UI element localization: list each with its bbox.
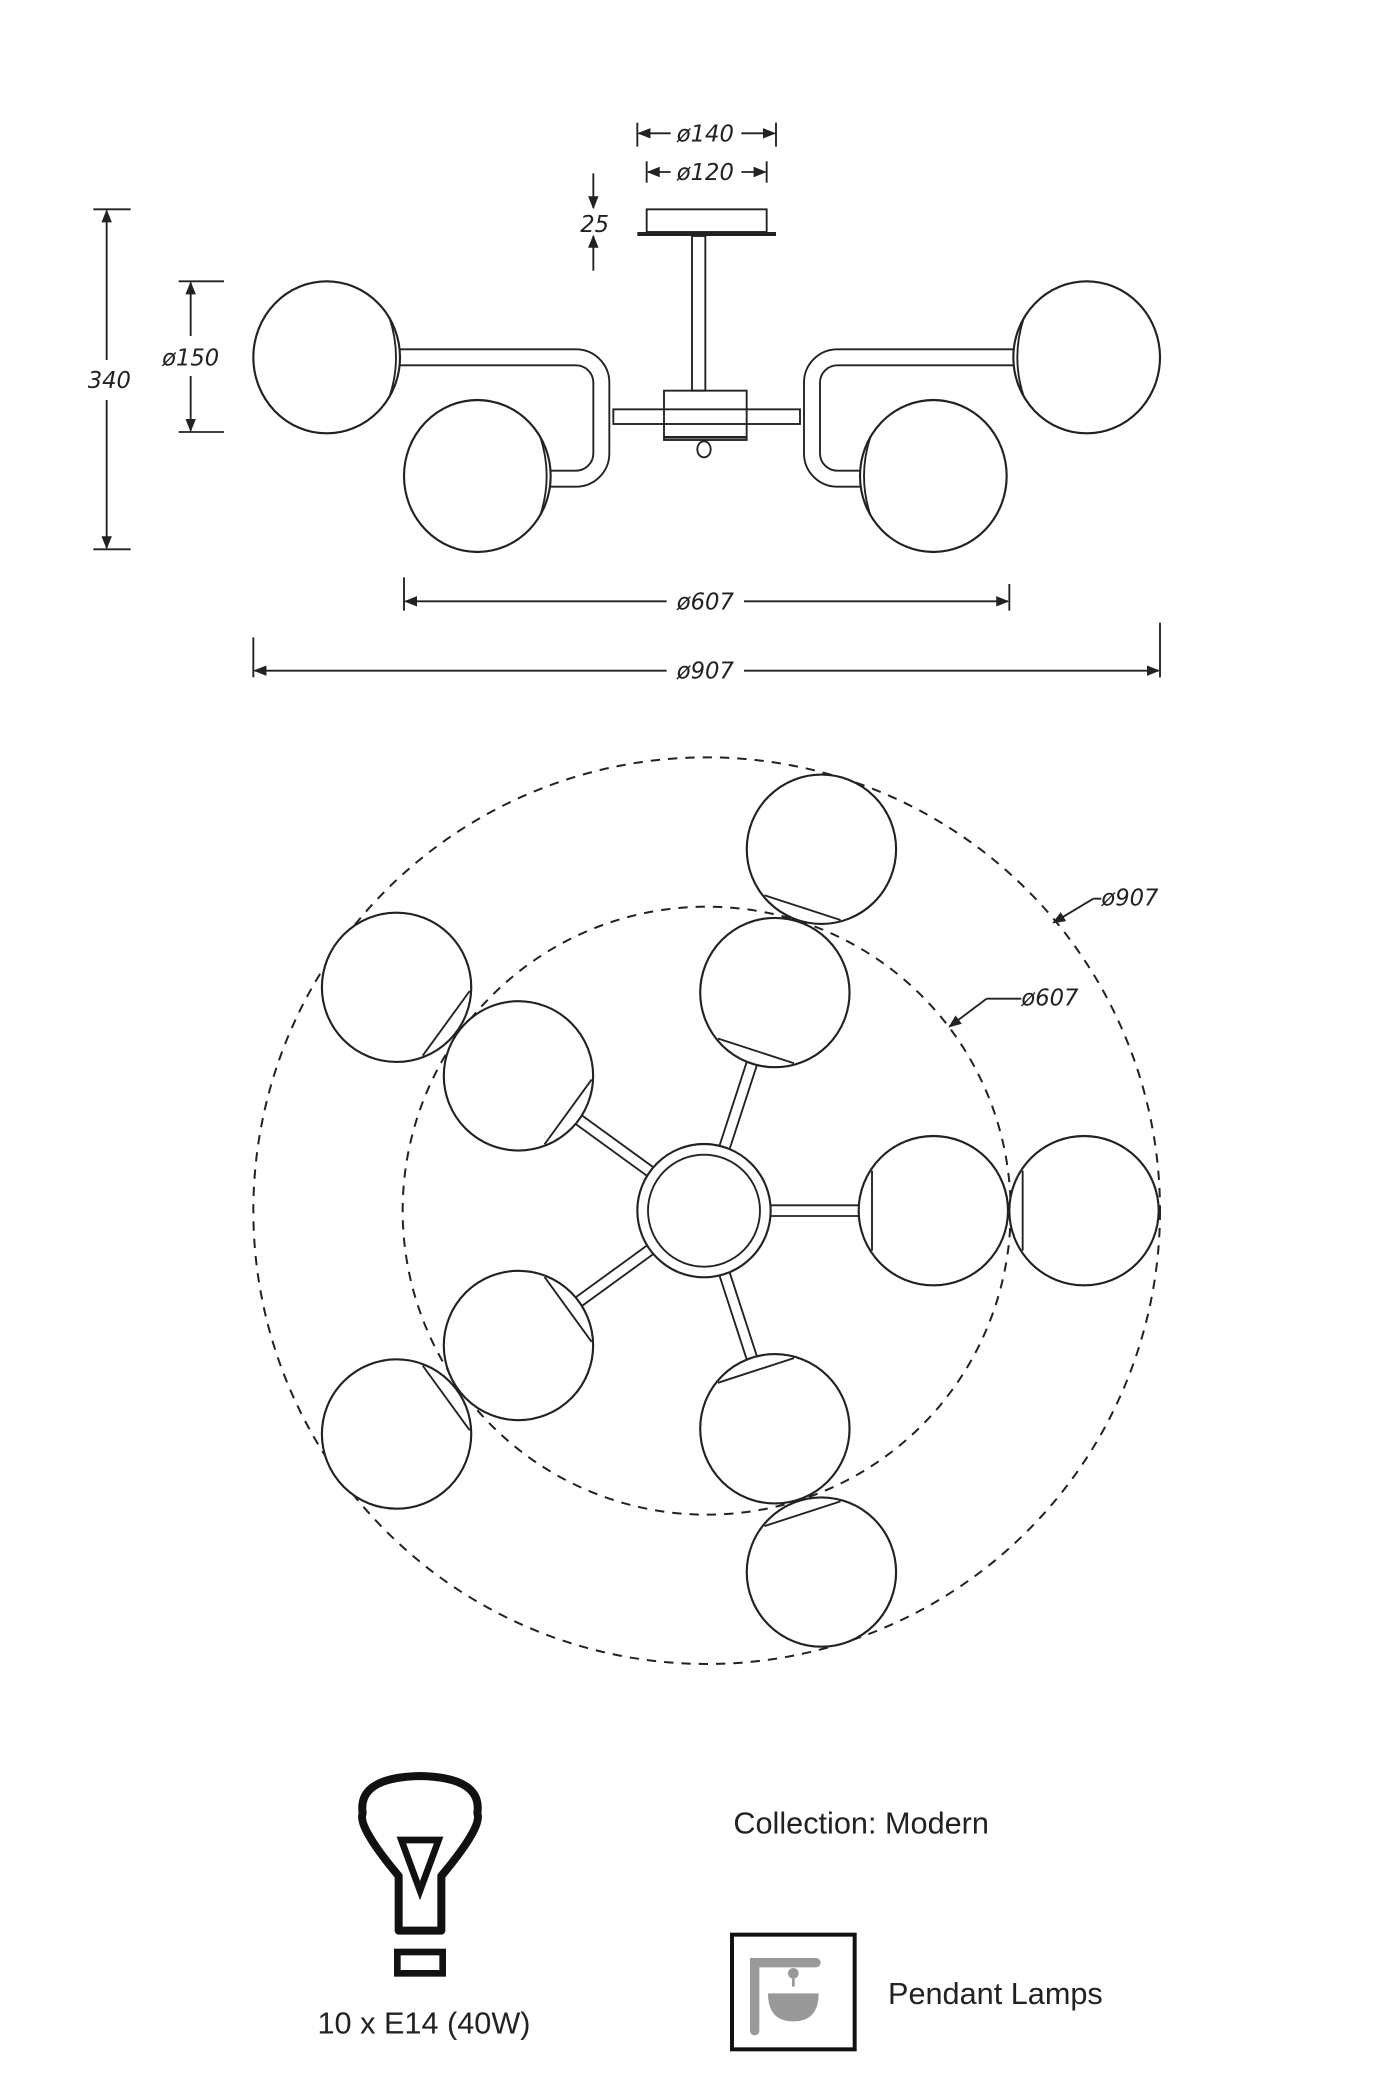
side-view: ø140 ø120 25 — [88, 121, 1162, 685]
dimension-label: 340 — [88, 368, 131, 394]
plan-view: ø907 ø607 — [252, 756, 1161, 1665]
dimension-label: ø140 — [676, 121, 734, 147]
finial — [696, 440, 712, 459]
dimension-label: ø607 — [676, 589, 735, 615]
globe — [1008, 1134, 1160, 1287]
outer-circle-callout: ø907 — [1052, 885, 1159, 924]
dimension-canopy-height: 25 — [580, 173, 609, 271]
globe-holder — [543, 1079, 593, 1145]
globe-holder — [543, 1276, 593, 1343]
dimension-label: 25 — [580, 212, 609, 238]
globe-holder — [717, 1037, 795, 1065]
globe — [252, 280, 402, 435]
globe-holder — [764, 894, 841, 921]
globe — [1012, 280, 1162, 435]
outer-span-circle — [252, 756, 1161, 1665]
dimension-total-height: 340 — [88, 208, 131, 551]
dimension-label: ø907 — [1100, 885, 1159, 911]
globe-holder — [717, 1357, 795, 1384]
stem — [691, 235, 707, 392]
dimension-label: ø120 — [676, 160, 734, 186]
dimension-label: ø607 — [1020, 985, 1079, 1011]
globe — [745, 773, 898, 925]
dimension-globe-diameter: ø150 — [161, 280, 224, 433]
globe-holder — [764, 1500, 841, 1527]
category-label: Pendant Lamps — [888, 1977, 1103, 2011]
globe — [699, 916, 851, 1069]
dimension-label: ø150 — [161, 345, 219, 371]
collection-label: Collection: Modern — [733, 1806, 989, 1840]
globe-holder — [421, 1365, 471, 1431]
specs: 10 x E14 (40W) Collection: Modern Pendan… — [318, 1772, 1103, 2052]
arm-left — [400, 348, 611, 488]
canopy — [645, 208, 768, 233]
dimension-label: ø907 — [676, 659, 735, 685]
light-bulb-icon — [358, 1772, 482, 1977]
dimension-canopy-inner: ø120 — [645, 160, 768, 186]
dimension-inner-span: ø607 — [403, 577, 1011, 615]
globe — [320, 911, 473, 1064]
arm-right — [803, 348, 1014, 488]
globe — [699, 1353, 851, 1505]
center-canopy — [636, 1142, 772, 1279]
globe — [442, 1000, 595, 1152]
globe — [858, 398, 1008, 554]
globe — [320, 1358, 473, 1510]
globe — [442, 1269, 595, 1422]
bulb-spec: 10 x E14 (40W) — [318, 2006, 531, 2040]
dimension-canopy-outer: ø140 — [636, 121, 777, 147]
inner-circle-callout: ø607 — [948, 985, 1079, 1028]
pendant-lamp-icon — [729, 1932, 857, 2052]
globe — [745, 1496, 898, 1648]
globe — [402, 398, 552, 554]
center-body — [663, 389, 748, 441]
globe — [857, 1134, 1010, 1287]
globe-holder — [421, 990, 471, 1057]
dimension-outer-span: ø907 — [252, 622, 1161, 685]
